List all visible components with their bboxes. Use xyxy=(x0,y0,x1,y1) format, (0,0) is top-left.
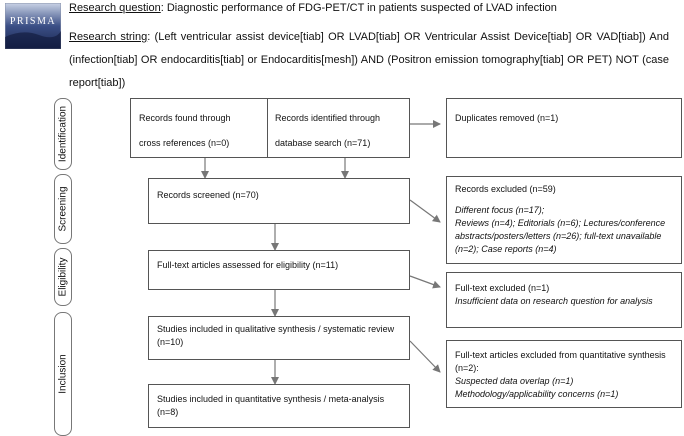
fulltext-box: Full-text articles assessed for eligibil… xyxy=(148,250,410,290)
prisma-logo: PRISMA xyxy=(4,2,62,50)
quant-excluded-box: Full-text articles excluded from quantit… xyxy=(446,340,682,408)
arrow-to-excluded xyxy=(409,199,441,223)
records-sources-box xyxy=(130,98,410,158)
stage-identification: Identification xyxy=(54,98,72,170)
research-question-text: : Diagnostic performance of FDG-PET/CT i… xyxy=(160,2,557,14)
stage-screening: Screening xyxy=(54,174,72,244)
duplicates-box: Duplicates removed (n=1) xyxy=(446,98,682,158)
research-string: Research string: (Left ventricular assis… xyxy=(69,26,669,95)
prisma-logo-text: PRISMA xyxy=(10,16,56,27)
quantitative-box: Studies included in quantitative synthes… xyxy=(148,384,410,428)
research-question-label: Research question xyxy=(69,2,161,14)
database-box: Records identified through database sear… xyxy=(275,113,381,148)
research-question: Research question: Diagnostic performanc… xyxy=(69,1,557,15)
crossref-box: Records found through cross references (… xyxy=(139,113,231,148)
qualitative-box: Studies included in qualitative synthesi… xyxy=(148,316,410,360)
excluded-box: Records excluded (n=59) Different focus … xyxy=(446,176,682,264)
stage-eligibility: Eligibility xyxy=(54,248,72,306)
ft-excluded-box: Full-text excluded (n=1) Insufficient da… xyxy=(446,272,682,328)
arrow-to-ft-excluded xyxy=(409,275,441,289)
records-sources-divider xyxy=(267,98,268,158)
screened-box: Records screened (n=70) xyxy=(148,178,410,224)
research-string-text: : (Left ventricular assist device[tiab] … xyxy=(69,31,669,89)
arrow-to-quant-excluded xyxy=(409,340,441,373)
research-string-label: Research string xyxy=(69,31,148,43)
